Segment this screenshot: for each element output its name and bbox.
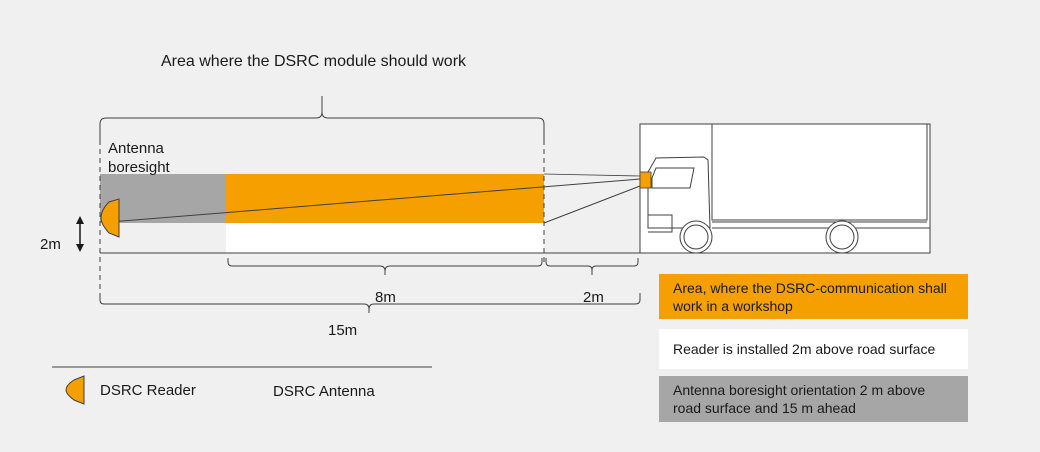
brace-15m bbox=[99, 293, 641, 313]
brace-2m bbox=[545, 258, 639, 275]
truck bbox=[639, 123, 931, 254]
legend-working-area-text: Area, where the DSRC-communication shall… bbox=[673, 279, 947, 314]
height-label: 2m bbox=[40, 236, 61, 253]
legend-boresight: Antenna boresight orientation 2 m above … bbox=[659, 376, 968, 422]
height-arrow-top bbox=[76, 216, 84, 224]
diagram-title: Area where the DSRC module should work bbox=[161, 53, 467, 70]
reader-zone bbox=[226, 223, 544, 253]
brace-8m bbox=[227, 258, 543, 275]
legend-antenna-label: DSRC Antenna bbox=[273, 383, 375, 400]
dimension-2m: 2m bbox=[583, 289, 604, 306]
beam-line-lower bbox=[543, 185, 641, 224]
working-area-brace bbox=[99, 96, 545, 140]
dsrc-working-zone bbox=[226, 174, 544, 223]
dsrc-reader-icon bbox=[100, 198, 120, 238]
antenna-boresight-label: Antenna boresight bbox=[108, 140, 170, 176]
legend-working-area: Area, where the DSRC-communication shall… bbox=[659, 274, 968, 319]
height-arrow-bottom bbox=[76, 244, 84, 252]
legend-boresight-text: Antenna boresight orientation 2 m above … bbox=[673, 382, 926, 416]
truck-dsrc-antenna bbox=[639, 171, 652, 189]
beam-line-upper bbox=[543, 173, 641, 177]
legend-reader-icon bbox=[65, 375, 85, 405]
beam-line-main bbox=[109, 178, 641, 223]
legend-reader-label: DSRC Reader bbox=[100, 382, 196, 399]
dimension-8m: 8m bbox=[375, 289, 396, 306]
legend-reader-height-text: Reader is installed 2m above road surfac… bbox=[673, 341, 936, 357]
antenna-boresight-zone bbox=[100, 174, 226, 223]
dimension-15m: 15m bbox=[328, 322, 358, 339]
legend-reader-height: Reader is installed 2m above road surfac… bbox=[659, 329, 968, 369]
